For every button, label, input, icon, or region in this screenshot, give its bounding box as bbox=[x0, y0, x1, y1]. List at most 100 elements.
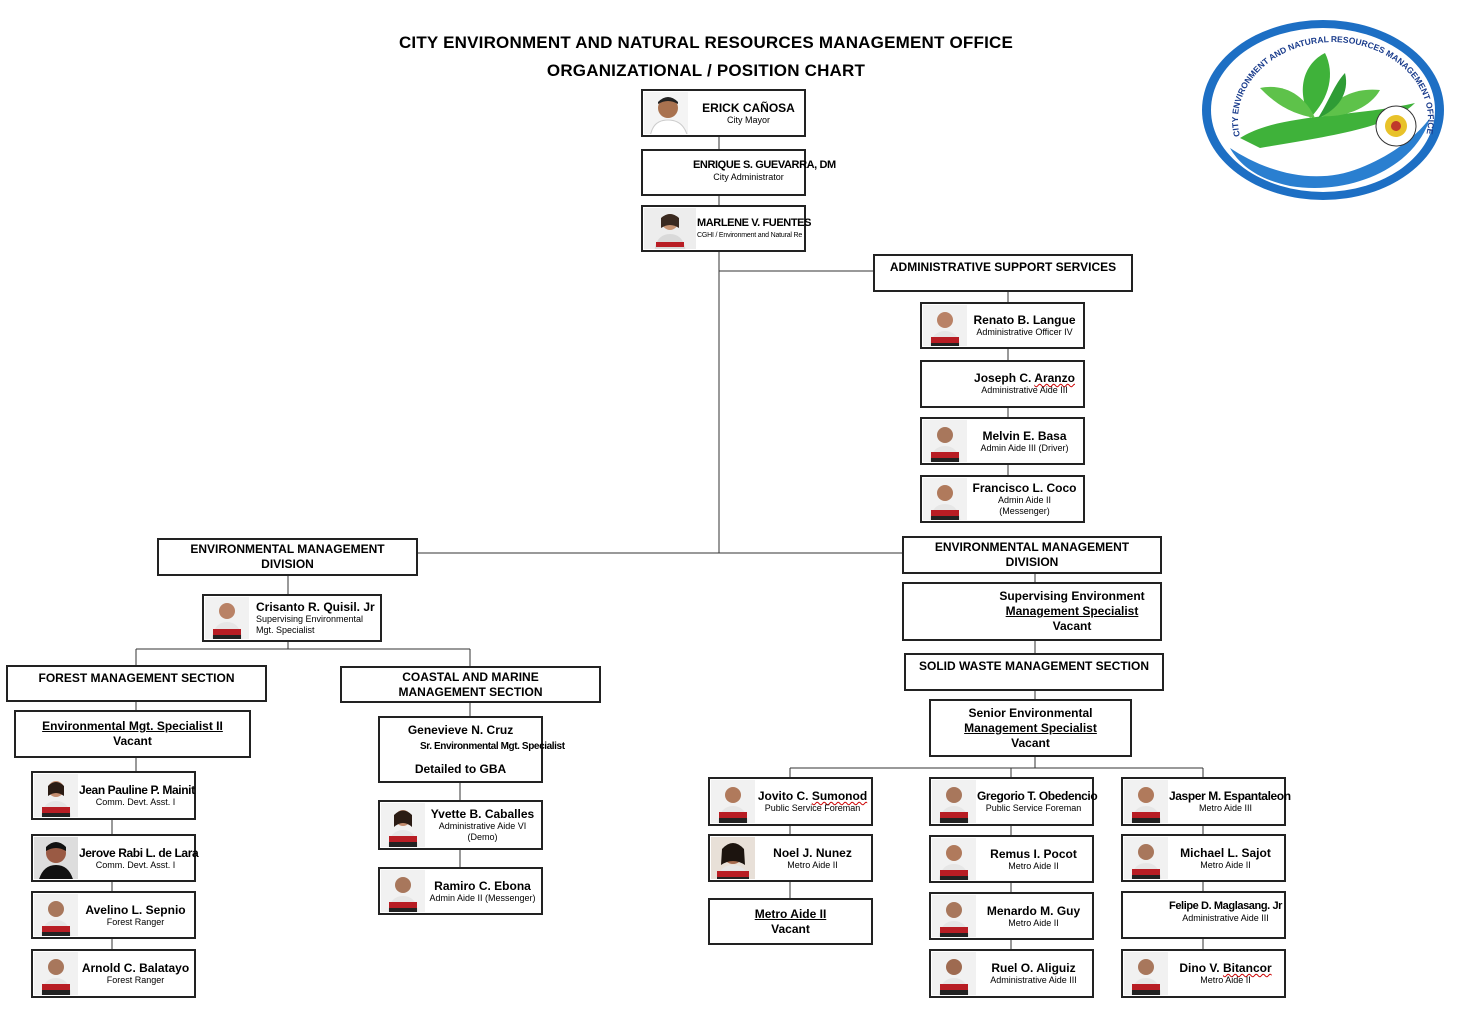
emd-right-header: ENVIRONMENTAL MANAGEMENT DIVISION bbox=[902, 536, 1162, 574]
staff-position: Admin Aide II bbox=[997, 495, 1052, 505]
vacant-line1: Senior Environmental bbox=[968, 705, 1093, 720]
staff-name: Remus I. Pocot bbox=[990, 846, 1077, 861]
staff-card: Felipe D. Maglasang. Jr Administrative A… bbox=[1121, 891, 1286, 939]
division-head-card: Crisanto R. Quisil. Jr Supervising Envir… bbox=[202, 594, 382, 642]
staff-name: Dino V. Bitancor bbox=[1179, 961, 1272, 975]
staff-photo bbox=[923, 305, 967, 346]
vacant-line1: Supervising Environment bbox=[999, 589, 1145, 603]
staff-card: Ramiro C. Ebona Admin Aide II (Messenger… bbox=[378, 867, 543, 915]
staff-card: Arnold C. Balatayo Forest Ranger bbox=[31, 949, 196, 998]
staff-photo bbox=[1124, 780, 1168, 823]
staff-name: Jasper M. Espantaleon bbox=[1169, 789, 1291, 803]
staff-position: Administrative Aide VI bbox=[438, 821, 527, 831]
staff-position: Sr. Environmental Mgt. Specialist bbox=[420, 741, 565, 752]
staff-position: Administrative Aide III bbox=[1182, 913, 1269, 923]
staff-name: Yvette B. Caballes bbox=[430, 807, 535, 821]
staff-card: Joseph C. Aranzo Administrative Aide III bbox=[920, 360, 1085, 408]
staff-photo bbox=[381, 803, 425, 847]
staff-position-note: (Messenger) bbox=[999, 506, 1050, 516]
forest-section-header: FOREST MANAGEMENT SECTION bbox=[6, 665, 267, 702]
staff-name: Jean Pauline P. Mainit bbox=[79, 783, 195, 797]
vacant-position-title: Metro Aide II bbox=[754, 906, 827, 921]
staff-photo bbox=[932, 895, 976, 937]
staff-position: Forest Ranger bbox=[106, 916, 165, 927]
staff-position: Comm. Devt. Asst. I bbox=[95, 859, 176, 870]
staff-position: Administrative Officer IV bbox=[976, 327, 1073, 337]
staff-name: Melvin E. Basa bbox=[982, 428, 1067, 443]
vacant-line2: Management Specialist bbox=[964, 720, 1097, 735]
staff-card: Dino V. Bitancor Metro Aide II bbox=[1121, 949, 1286, 998]
staff-position: Metro Aide II bbox=[787, 859, 838, 870]
staff-name: Renato B. Langue bbox=[973, 313, 1076, 327]
department-head-card: MARLENE V. FUENTES CGHI / Environment an… bbox=[641, 205, 812, 252]
staff-position: Admin Aide II (Messenger) bbox=[429, 892, 536, 903]
staff-position: Administrative Aide III bbox=[990, 975, 1077, 985]
staff-position: Metro Aide II bbox=[1008, 917, 1059, 928]
department-head-name: MARLENE V. FUENTES bbox=[697, 217, 812, 229]
admin-support-header: ADMINISTRATIVE SUPPORT SERVICES bbox=[873, 254, 1133, 292]
staff-photo bbox=[1124, 952, 1168, 995]
staff-name: Jovito C. Sumonod bbox=[757, 789, 868, 803]
staff-position: Metro Aide II bbox=[1008, 860, 1059, 871]
staff-position: Metro Aide II bbox=[1200, 859, 1251, 870]
mayor-name: ERICK CAÑOSA bbox=[702, 100, 795, 115]
staff-card: Melvin E. Basa Admin Aide III (Driver) bbox=[920, 417, 1085, 465]
staff-photo bbox=[923, 420, 967, 462]
vacant-status: Vacant bbox=[113, 734, 152, 748]
staff-name: Felipe D. Maglasang. Jr bbox=[1169, 900, 1283, 912]
office-seal-logo: CITY ENVIRONMENT AND NATURAL RESOURCES M… bbox=[1200, 18, 1446, 202]
vacant-status: Vacant bbox=[771, 921, 810, 936]
staff-position: Supervising Environmental bbox=[256, 614, 364, 624]
staff-name: Menardo M. Guy bbox=[986, 903, 1081, 918]
staff-position: Public Service Foreman bbox=[764, 803, 861, 813]
staff-photo bbox=[1124, 837, 1168, 879]
staff-name: Ruel O. Aliguiz bbox=[991, 961, 1076, 975]
department-head-position: CGHI / Environment and Natural Resources… bbox=[697, 232, 802, 239]
staff-position: Metro Aide II bbox=[1200, 975, 1251, 985]
staff-name: Gregorio T. Obedencio bbox=[977, 789, 1098, 803]
vacant-position-card: Supervising Environment Management Speci… bbox=[902, 582, 1162, 641]
vacant-position-title: Environmental Mgt. Specialist II bbox=[42, 719, 223, 733]
staff-card: Francisco L. Coco Admin Aide II (Messeng… bbox=[920, 475, 1085, 523]
staff-card: Renato B. Langue Administrative Officer … bbox=[920, 302, 1085, 349]
vacant-position-card: Environmental Mgt. Specialist II Vacant bbox=[14, 710, 251, 758]
solid-waste-section-header: SOLID WASTE MANAGEMENT SECTION bbox=[904, 653, 1164, 691]
staff-photo bbox=[932, 780, 976, 823]
staff-position: Admin Aide III (Driver) bbox=[980, 442, 1069, 453]
staff-photo bbox=[205, 597, 249, 639]
staff-name: Crisanto R. Quisil. Jr bbox=[256, 600, 375, 614]
staff-card: Avelino L. Sepnio Forest Ranger bbox=[31, 891, 196, 939]
staff-position-line2: Mgt. Specialist bbox=[256, 625, 315, 635]
staff-card: Michael L. Sajot Metro Aide II bbox=[1121, 834, 1286, 882]
chart-title: CITY ENVIRONMENT AND NATURAL RESOURCES M… bbox=[398, 33, 1014, 52]
vacant-position-card: Senior Environmental Management Speciali… bbox=[929, 699, 1132, 757]
staff-name: Noel J. Nunez bbox=[773, 845, 852, 860]
staff-name: Michael L. Sajot bbox=[1180, 845, 1271, 860]
staff-photo bbox=[34, 774, 78, 817]
staff-photo bbox=[34, 894, 78, 936]
staff-card: Jovito C. Sumonod Public Service Foreman bbox=[708, 777, 873, 826]
administrator-position: City Administrator bbox=[713, 172, 784, 182]
staff-photo bbox=[34, 952, 78, 995]
staff-position-note: (Demo) bbox=[467, 832, 498, 842]
staff-photo bbox=[932, 952, 976, 995]
administrator-card: ENRIQUE S. GUEVARRA, DM City Administrat… bbox=[641, 149, 836, 196]
staff-name: Jerove Rabi L. de Lara bbox=[79, 845, 199, 860]
vacant-status: Vacant bbox=[1052, 619, 1092, 633]
staff-card: Jasper M. Espantaleon Metro Aide III bbox=[1121, 777, 1291, 826]
staff-card: Jean Pauline P. Mainit Comm. Devt. Asst.… bbox=[31, 771, 196, 820]
staff-position: Metro Aide III bbox=[1198, 803, 1253, 813]
staff-photo bbox=[932, 838, 976, 880]
vacant-position-card: Metro Aide II Vacant bbox=[708, 898, 873, 945]
staff-card: Remus I. Pocot Metro Aide II bbox=[929, 835, 1094, 883]
staff-name: Arnold C. Balatayo bbox=[81, 961, 190, 975]
staff-name: Avelino L. Sepnio bbox=[85, 902, 186, 917]
mayor-position: City Mayor bbox=[726, 114, 770, 125]
staff-position: Public Service Foreman bbox=[985, 803, 1082, 813]
vacant-line2: Management Specialist bbox=[1005, 604, 1139, 618]
staff-photo bbox=[711, 780, 755, 823]
staff-position: Comm. Devt. Asst. I bbox=[95, 797, 176, 807]
chart-subtitle: ORGANIZATIONAL / POSITION CHART bbox=[546, 61, 866, 80]
staff-name: Francisco L. Coco bbox=[972, 481, 1077, 495]
